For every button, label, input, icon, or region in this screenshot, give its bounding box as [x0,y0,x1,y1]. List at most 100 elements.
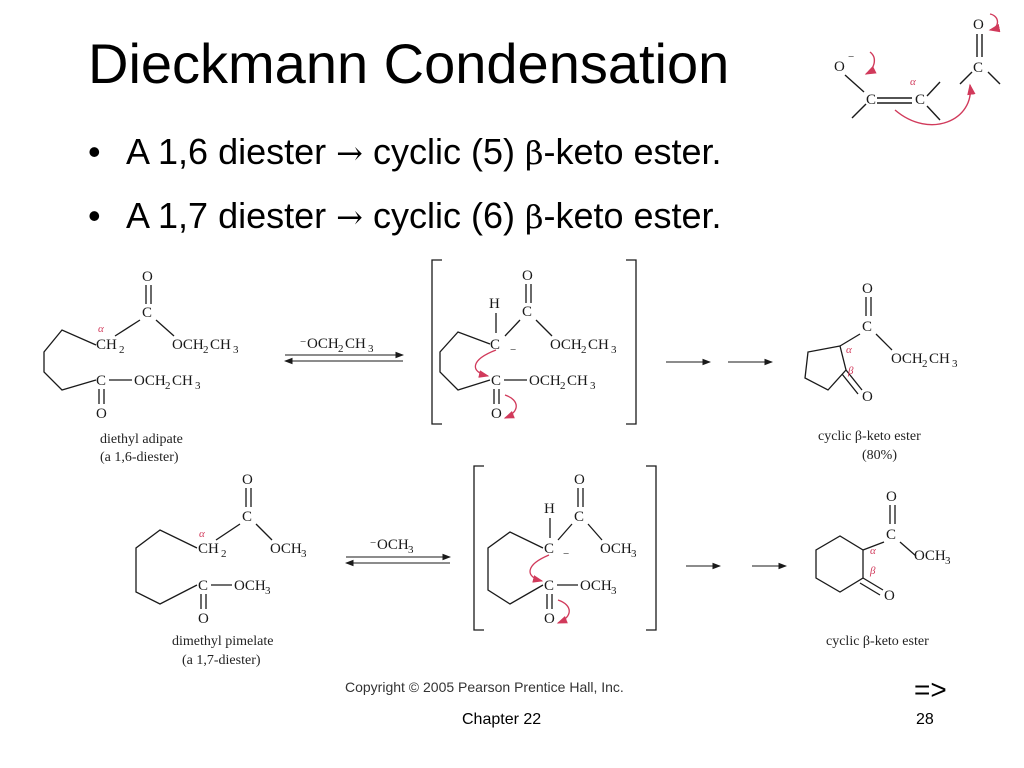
bullet-dot: • [88,195,101,236]
ester-group: CH [172,373,193,389]
subscript: 2 [221,548,227,560]
reagent-label: CH [345,336,366,352]
beta-symbol: β [524,134,544,172]
subscript: 3 [611,344,617,356]
bullet-text: cyclic (6) [362,195,525,236]
ester-group: OCH [600,541,632,557]
charge-label: − [510,344,516,356]
bullet-text: -keto ester. [543,131,722,172]
atom-label: C [973,60,983,76]
subscript: 2 [581,344,587,356]
bullet-item: • A 1,7 diester → cyclic (6) β-keto este… [88,198,722,262]
subscript: 3 [368,343,374,355]
subscript: 3 [945,555,951,567]
atom-label: H [489,296,500,312]
atom-label: H [544,501,555,517]
atom-label: C [544,541,554,557]
bullet-text: cyclic (5) [362,131,525,172]
atom-label: C [242,509,252,525]
subscript: 2 [338,343,344,355]
reagent-label: − [300,336,306,348]
ester-group: OCH [270,541,302,557]
subscript: 3 [631,548,637,560]
ester-group: OCH [891,351,923,367]
subscript: 2 [203,344,209,356]
alpha-label: α [199,528,205,540]
alpha-label: α [846,344,852,356]
atom-label: C [491,373,501,389]
subscript: 3 [265,585,271,597]
subscript: 3 [301,548,307,560]
caption-diethyl-adipate: diethyl adipate [100,432,183,447]
diethyl-adipate-structure: O C CH 2 α OCH 2 CH 3 C OCH 2 CH 3 O die… [43,269,239,465]
enolate-intermediate-2: O C H C − OCH 3 C OCH 3 O [473,465,657,631]
atom-label: O [862,389,873,405]
atom-label: O [973,17,984,33]
charge-label: − [848,51,854,63]
subscript: 3 [590,380,596,392]
atom-label: C [574,509,584,525]
atom-label: C [866,92,876,108]
subscript: 2 [560,380,566,392]
atom-label: O [834,59,845,75]
atom-label: C [490,337,500,353]
equilibrium-arrow: − OCH 2 CH 3 [283,336,405,365]
atom-label: O [522,268,533,284]
atom-label: O [198,611,209,627]
enolate-mechanism-inset: O − C C α O C [834,13,1001,126]
beta-label: β [847,365,854,377]
bullet-item: • A 1,6 diester → cyclic (5) β-keto este… [88,134,722,198]
ester-group: OCH [529,373,561,389]
atom-label: O [142,269,153,285]
atom-label: C [522,304,532,320]
bullet-text: A 1,7 diester [126,195,337,236]
equilibrium-arrow: − OCH 3 [344,537,452,567]
copyright-notice: Copyright © 2005 Pearson Prentice Hall, … [345,679,624,695]
page-number: 28 [916,711,934,728]
ester-group: CH [210,337,231,353]
next-slide-link[interactable]: => [914,674,947,705]
ester-group: CH [588,337,609,353]
subscript: 3 [952,358,958,370]
subscript: 2 [165,380,171,392]
subscript: 3 [233,344,239,356]
enolate-intermediate-1: O C H C − OCH 2 CH 3 C OCH 2 CH 3 O [431,259,637,425]
atom-label: O [491,406,502,422]
caption-product-1: cyclic β-keto ester [818,429,921,444]
beta-label: β [869,565,876,577]
ester-group: CH [567,373,588,389]
atom-label: O [96,406,107,422]
slide-title: Dieckmann Condensation [88,32,730,95]
footer-chapter: Chapter 22 [462,711,542,728]
ester-group: OCH [914,548,946,564]
atom-label: C [862,319,872,335]
arrow-symbol: → [336,198,363,236]
atom-label: O [886,489,897,505]
subscript: 2 [922,358,928,370]
bullet-text: A 1,6 diester [126,131,337,172]
product-cyclohexanone-ester: O C OCH 3 O α β cyclic β-keto ester [815,489,951,649]
ester-group: OCH [550,337,582,353]
atom-label: O [544,611,555,627]
bullet-dot: • [88,131,101,172]
atom-label: CH [96,337,117,353]
dimethyl-pimelate-structure: O C CH 2 α OCH 3 C OCH 3 O dimethyl pime… [135,472,307,668]
caption-yield: (80%) [862,448,897,463]
ester-group: OCH [234,578,266,594]
atom-label: O [884,588,895,604]
reagent-label: OCH [307,336,339,352]
caption-diester-type: (a 1,7-diester) [182,653,261,668]
reagent-label: OCH [377,537,409,553]
atom-label: C [915,92,925,108]
atom-label: O [574,472,585,488]
bullet-list: • A 1,6 diester → cyclic (5) β-keto este… [88,134,722,262]
reagent-label: − [370,537,376,549]
subscript: 3 [408,544,414,556]
subscript: 2 [119,344,125,356]
atom-label: C [96,373,106,389]
charge-label: − [563,548,569,560]
atom-label: C [886,527,896,543]
alpha-label: α [870,545,876,557]
atom-label: O [242,472,253,488]
caption-product-2: cyclic β-keto ester [826,634,929,649]
